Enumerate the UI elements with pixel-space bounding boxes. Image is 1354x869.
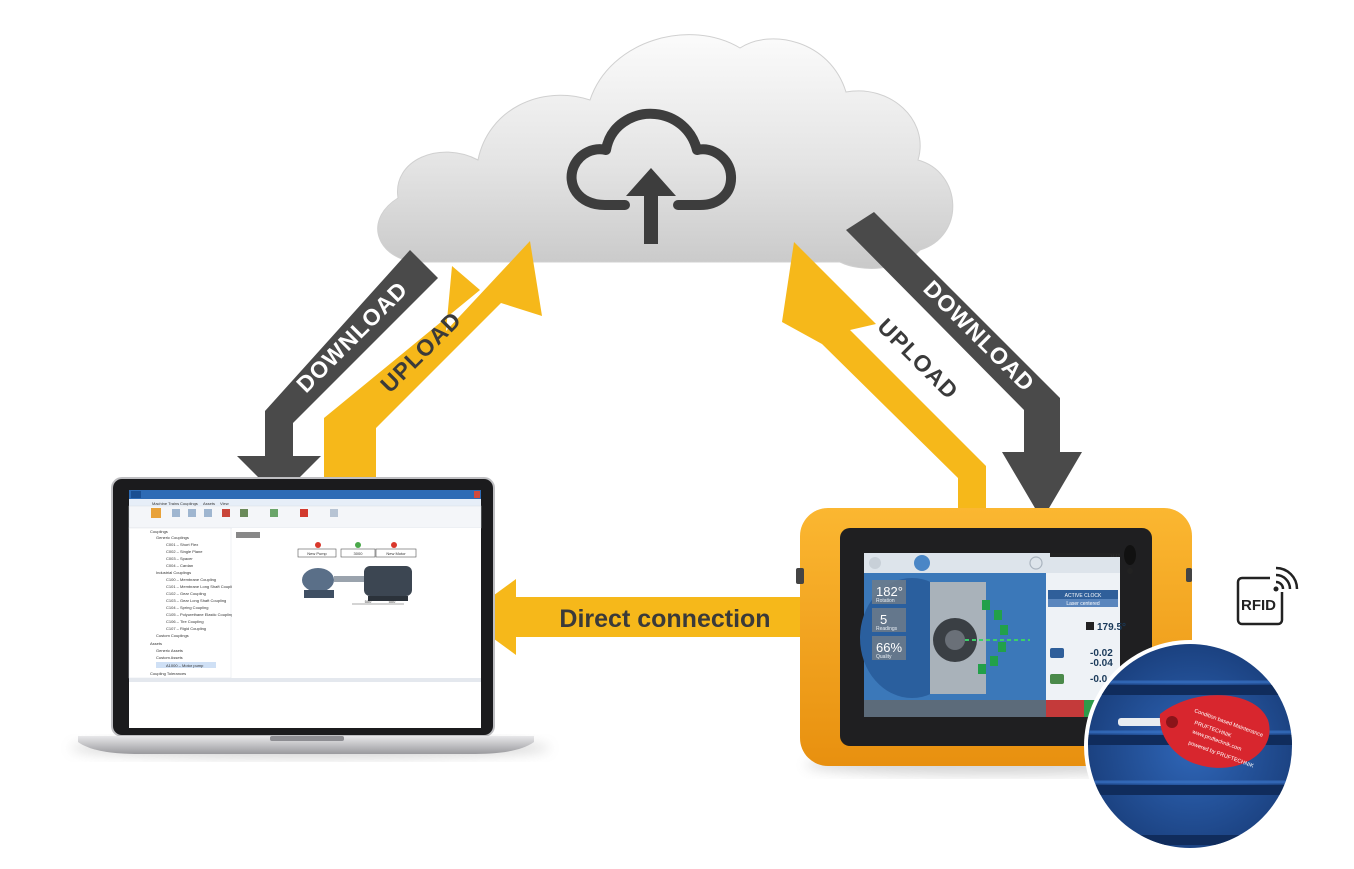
tree-item[interactable]: C104 – Spring Coupling — [166, 605, 208, 610]
machine-label-pump: New Pump — [307, 551, 327, 556]
tree-item-selected[interactable]: A1000 – Motor pump — [166, 663, 204, 668]
tree-item[interactable]: Custom Couplings — [156, 633, 189, 638]
tree-item[interactable]: C100 – Membrane Coupling — [166, 577, 216, 582]
machine-label-coupling: 3000 — [354, 551, 364, 556]
tree-item[interactable]: C105 – Polyurethane Elastic Coupling — [166, 612, 233, 617]
tree-item[interactable]: C107 – Rigid Coupling — [166, 626, 206, 631]
tree-item[interactable]: Couplings — [150, 529, 168, 534]
tree-item[interactable]: Industrial Couplings — [156, 570, 191, 575]
tree-item[interactable]: Assets — [150, 641, 162, 646]
rotation-value: 182° — [876, 584, 903, 599]
tree-item[interactable]: C106 – Tire Coupling — [166, 619, 204, 624]
measure-mode-icon[interactable] — [914, 555, 930, 571]
angle-reading: 179.5° — [1097, 622, 1126, 633]
tree-item[interactable]: Generic Assets — [156, 648, 183, 653]
device-screen: 14:17 182° Rotation — [860, 553, 1126, 717]
laptop-screen: Machine Trains Couplings Assets View Cou… — [129, 490, 481, 728]
ribbon-tab-assets[interactable]: Assets — [203, 501, 215, 506]
tree-item[interactable]: C004 – Cardan — [166, 563, 193, 568]
rfid-tag-photo: Condition based Maintenance PRUFTECHNIK … — [1084, 640, 1298, 854]
tree-item[interactable]: C001 – Short Flex — [166, 542, 198, 547]
tree-item[interactable]: C003 – Spacer — [166, 556, 193, 561]
tree-item[interactable]: C103 – Gear Long Shaft Coupling — [166, 598, 226, 603]
status-time: 14:17 — [1110, 553, 1121, 558]
dimension-b: 500 — [389, 599, 396, 604]
home-icon[interactable] — [869, 557, 881, 569]
readings-label: Readings — [876, 626, 898, 632]
stop-button[interactable] — [1046, 700, 1084, 717]
tree-item[interactable]: C101 – Membrane Long Shaft Coupling — [166, 584, 237, 589]
laptop: Machine Trains Couplings Assets View Cou… — [70, 478, 550, 758]
ribbon-tab-couplings[interactable]: Couplings — [180, 501, 198, 506]
ribbon-tab-view[interactable]: View — [220, 501, 229, 506]
rotation-label: Rotation — [876, 598, 895, 604]
ribbon-tab-machine-trains[interactable]: Machine Trains — [152, 501, 179, 506]
tree-item[interactable]: C102 – Gear Coupling — [166, 591, 206, 596]
machine-train-canvas: New Pump 3000 New Motor 500 500 — [232, 528, 481, 678]
panel-header: ACTIVE CLOCK — [1065, 593, 1102, 599]
tree-item[interactable]: Custom Assets — [156, 655, 183, 660]
quality-label: Quality — [876, 654, 892, 660]
quality-value: 66% — [876, 640, 902, 655]
rfid-icon: RFID — [1238, 568, 1297, 624]
direct-connection-label: Direct connection — [559, 605, 770, 633]
dimension-a: 500 — [365, 599, 372, 604]
reading-horizontal: -0.04 — [1090, 658, 1113, 669]
panel-subheader: Laser centered — [1066, 601, 1100, 607]
tree-item[interactable]: Generic Couplings — [156, 535, 189, 540]
readings-value: 5 — [880, 612, 887, 627]
tree-item[interactable]: Coupling Tolerances — [150, 671, 186, 676]
machine-label-motor: New Motor — [386, 551, 406, 556]
value-tiles: 182° Rotation 5 Readings 66% Quality — [872, 580, 906, 660]
rfid-label: RFID — [1241, 597, 1276, 614]
tree-item[interactable]: C002 – Single Plane — [166, 549, 203, 554]
